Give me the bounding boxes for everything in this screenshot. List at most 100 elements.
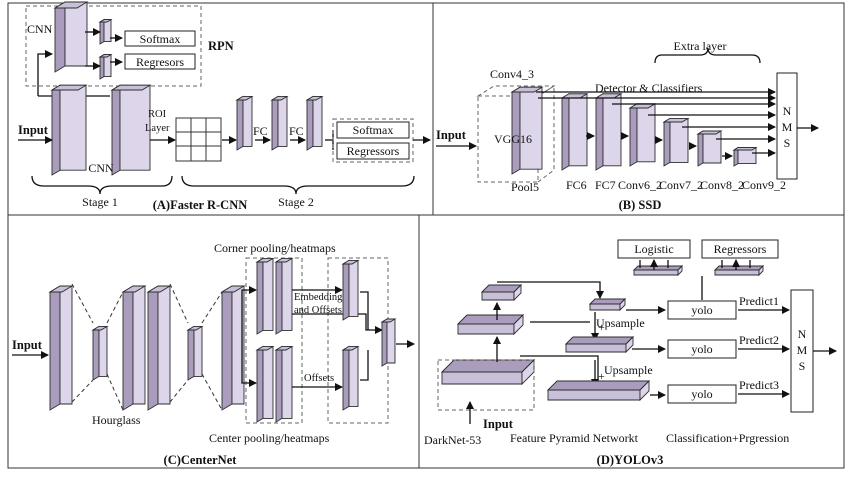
fpn-slab-2 — [564, 335, 635, 354]
corner-pool-block-1 — [255, 257, 275, 335]
slab-top-face — [564, 336, 635, 345]
center-head-block — [341, 345, 360, 411]
fpn-slab-3 — [546, 379, 651, 402]
stage2-softmax-label: Softmax — [353, 123, 394, 137]
yolo-box-2 — [667, 339, 737, 359]
hourglass-block-1 — [48, 285, 74, 411]
rpn-softmax-label: Softmax — [140, 32, 181, 46]
darknet-slab-mid — [456, 313, 525, 336]
block-front-face — [697, 130, 704, 167]
block-front-face — [92, 325, 100, 381]
block-front-face — [342, 345, 350, 411]
plus-sign-1: + — [598, 320, 605, 334]
stage2-softmax-box — [336, 121, 410, 139]
block-side-face — [193, 325, 203, 377]
vgg16-label: VGG16 — [494, 132, 532, 146]
block-side-face — [636, 103, 656, 163]
yolo-regressors-label: Regressors — [714, 242, 767, 256]
conv8-2-block — [696, 130, 723, 167]
yolo-label-2: yolo — [691, 342, 712, 356]
conv7-2-block — [662, 117, 690, 167]
stage1-conv-block-2 — [110, 84, 152, 176]
conv4-3-label: Conv4_3 — [490, 67, 534, 81]
block-front-face — [561, 93, 570, 171]
block-top-face — [255, 257, 275, 263]
plus-sign-2: + — [598, 369, 605, 383]
fc6-block — [560, 93, 589, 171]
conv6-2-label: Conv6_2 — [618, 178, 662, 192]
block-front-face — [236, 95, 244, 151]
block-front-face — [663, 117, 671, 167]
block-front-face — [187, 325, 195, 381]
block-front-face — [275, 257, 283, 335]
block-top-face — [220, 285, 246, 293]
corner-pool-block-2 — [274, 257, 294, 335]
panel-frame — [7, 2, 845, 469]
conv9-2-label: Conv9_2 — [742, 178, 786, 192]
block-side-face — [386, 318, 396, 364]
slab-side-face — [639, 379, 650, 402]
block-front-face — [147, 285, 159, 411]
conv9-2-block — [732, 146, 758, 167]
pooling-dashed-region — [245, 257, 303, 424]
ssd-nms-box — [776, 72, 798, 180]
block-front-face — [595, 93, 604, 171]
rpn-conv-block — [53, 1, 89, 73]
hourglass-block-3 — [121, 285, 147, 411]
upsample-label-1: Upsample — [596, 316, 645, 330]
panel-yolov3: Logistic Regressors Input DarkNet-53 + U… — [424, 239, 837, 467]
block-front-face — [99, 53, 105, 80]
hourglass-block-2 — [91, 325, 109, 381]
conv7-2-label: Conv7_2 — [659, 178, 703, 192]
block-side-face — [669, 117, 689, 163]
block-side-face — [103, 19, 112, 43]
block-front-face — [122, 285, 134, 411]
block-top-face — [341, 345, 360, 351]
slab-front-face — [481, 291, 515, 301]
block-front-face — [275, 345, 283, 423]
regressors-head-slab — [713, 264, 765, 277]
block-top-face — [696, 130, 723, 135]
stage1-label: Stage 1 — [82, 195, 118, 209]
block-top-face — [121, 285, 147, 293]
offsets-label: Offsets — [304, 373, 334, 384]
slab-top-face — [632, 265, 684, 271]
slab-front-face — [457, 323, 515, 335]
roi-label-line1: ROI — [148, 109, 167, 120]
block-front-face — [54, 1, 66, 73]
block-front-face — [342, 259, 350, 321]
stage2-regressors-box — [336, 142, 410, 160]
block-front-face — [49, 285, 61, 411]
panel-ssd: Extra layer Conv4_3 Detector & Classifie… — [436, 39, 819, 212]
yolo-nms-n: N — [798, 327, 807, 341]
slab-side-face — [625, 335, 634, 354]
embeddings-label-1: Embeddings — [294, 292, 347, 303]
logistic-label: Logistic — [634, 242, 673, 256]
cnn-bottom-label: CNN — [88, 161, 114, 175]
block-top-face — [255, 345, 275, 351]
block-front-face — [256, 257, 264, 335]
stage2-label: Stage 2 — [278, 195, 314, 209]
block-top-face — [305, 95, 324, 101]
fc7-label: FC7 — [595, 178, 616, 192]
fpn-label: Feature Pyramid Networkt — [510, 431, 639, 445]
hourglass-connectors — [71, 283, 223, 411]
block-side-face — [277, 95, 288, 147]
block-top-face — [91, 325, 109, 331]
block-front-face — [99, 18, 105, 45]
block-front-face — [381, 318, 388, 367]
cnn-top-label: CNN — [27, 22, 53, 36]
hourglass-block-4 — [146, 285, 172, 411]
block-top-face — [186, 325, 204, 331]
block-top-face — [235, 95, 254, 101]
fc2-label: FC — [289, 124, 304, 138]
darknet-slab-small — [480, 283, 523, 302]
yolo-label-1: yolo — [691, 303, 712, 317]
extra-layer-brace — [654, 47, 761, 64]
block-top-face — [53, 1, 89, 9]
panel-c-caption: (C)CenterNet — [164, 453, 238, 467]
block-side-face — [568, 93, 588, 167]
panel-faster-rcnn: CNN Softmax Regresors RPN Input CNN ROI … — [18, 1, 431, 212]
extra-layer-label: Extra layer — [674, 39, 727, 53]
